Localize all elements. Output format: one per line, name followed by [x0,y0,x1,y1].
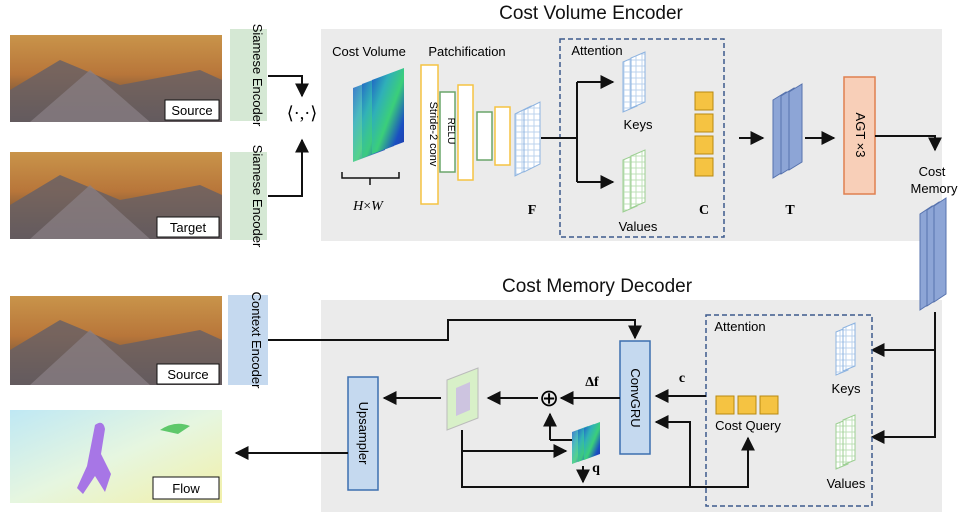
source-label-top: Source [171,103,212,118]
flow-label: Flow [172,481,200,496]
latent-C [694,91,714,177]
c-label: c [679,371,685,386]
convgru-block: ConvGRU [619,340,651,455]
encoder-attention-label: Attention [571,43,622,58]
target-image: Target [10,152,222,239]
C-label: C [699,203,709,218]
encoder-values [622,149,646,213]
decoder-values [835,414,856,470]
sampled-cost-map [572,422,600,464]
decoder-title: Cost Memory Decoder [502,276,693,297]
convgru-label: ConvGRU [628,368,643,427]
siamese-encoder-bottom-label: Siamese Encoder [250,145,265,248]
T-label: T [785,203,795,218]
plus-icon: ⊕ [539,386,559,412]
source-image-bottom: Source [10,296,222,385]
patchification-stack: Stride-2 conv RELU [420,64,511,205]
decoder-attention-label: Attention [714,319,765,334]
decoder-keys [835,322,856,376]
flow-image: Flow [10,410,222,503]
dot-product: ⟨·,·⟩ [287,103,318,123]
q-label: q [592,461,600,476]
encoder-values-label: Values [619,219,658,234]
svg-text:RELU: RELU [445,118,456,145]
cost-query-label: Cost Query [715,418,781,433]
agt-label: AGT ×3 [853,113,868,158]
cost-volume [353,68,404,162]
agt-block: AGT ×3 [843,76,876,195]
target-label: Target [170,220,207,235]
decoder-attention-box [705,314,873,507]
upsampler-block: Upsampler [347,376,379,491]
feature-F [514,101,541,177]
F-label: F [528,203,537,218]
source-image-top: Source [10,35,222,122]
svg-text:Stride-2 conv: Stride-2 conv [427,102,439,167]
cost-memory [919,197,947,311]
dims-label: H×W [352,199,384,214]
siamese-encoder-bottom: Siamese Encoder [230,145,267,248]
siamese-encoder-top-label: Siamese Encoder [250,24,265,127]
siamese-encoder-top: Siamese Encoder [230,24,267,127]
cost-memory-label-1: Cost [919,164,946,179]
decoder-keys-label: Keys [832,381,861,396]
flow-estimate [446,367,479,431]
cost-query [715,395,779,415]
cost-memory-label-2: Memory [911,181,958,196]
delta-f-label: Δf [585,375,599,390]
context-encoder: Context Encoder [228,292,268,390]
patchification-label: Patchification [428,44,505,59]
cost-volume-label: Cost Volume [332,44,406,59]
source-label-bottom: Source [167,367,208,382]
encoder-keys [622,51,646,113]
encoder-title: Cost Volume Encoder [499,3,683,24]
encoder-keys-label: Keys [624,117,653,132]
upsampler-label: Upsampler [356,402,371,466]
decoder-values-label: Values [827,476,866,491]
context-encoder-label: Context Encoder [249,292,264,390]
tokens-T [772,83,803,179]
